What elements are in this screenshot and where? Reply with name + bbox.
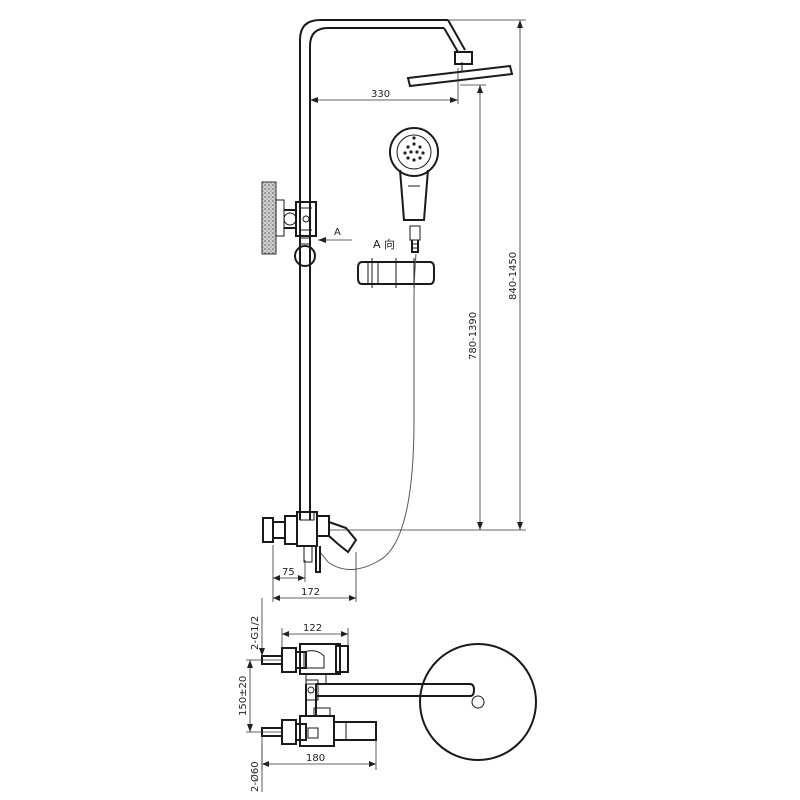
hand-shower-holder (357, 258, 435, 288)
rain-shower-head (406, 51, 514, 88)
dim-thread-label: 2-G1/2 (250, 616, 261, 650)
dim-rail-height-label: 780-1390 (468, 312, 479, 360)
dim-top-view-width-label: 122 (303, 623, 322, 634)
dim-inlet-offset: 75 (272, 545, 306, 602)
rail-stopper (294, 237, 316, 267)
dim-total-height-label: 840-1450 (508, 252, 519, 300)
top-view-rain-head (419, 643, 537, 761)
dim-rail-height: 780-1390 (330, 84, 486, 531)
view-direction-label: A 向 (373, 237, 395, 251)
dim-inlet-spacing: 150±20 (238, 659, 282, 733)
dim-thread: 2-G1/2 (250, 598, 265, 656)
nozzle-pattern (403, 136, 425, 162)
dim-bottom-width-label: 180 (306, 753, 325, 764)
dim-bottom-width: 180 (261, 736, 377, 770)
dim-arm-reach: 330 (310, 68, 459, 104)
top-view-valve-body (299, 643, 377, 747)
dim-inlet-spacing-label: 150±20 (238, 676, 249, 716)
wall-bracket (261, 181, 317, 255)
section-marker-label: A (334, 227, 341, 238)
dim-total-height: 840-1450 (448, 19, 526, 531)
riser-pipe (299, 19, 466, 520)
dim-body-width: 172 (273, 552, 357, 602)
hand-shower (389, 127, 439, 253)
mixer-valve (262, 511, 358, 573)
dim-top-view-width: 122 (281, 623, 349, 648)
section-marker: A (318, 227, 352, 243)
top-view-shower-arm (305, 679, 476, 716)
dim-inlet-offset-label: 75 (282, 567, 295, 578)
dim-escutcheon: 2-Ø60 (249, 744, 263, 792)
dim-body-width-label: 172 (301, 587, 320, 598)
dim-escutcheon-label: 2-Ø60 (249, 761, 261, 792)
dim-arm-reach-label: 330 (371, 89, 390, 100)
shower-hose (319, 253, 417, 570)
